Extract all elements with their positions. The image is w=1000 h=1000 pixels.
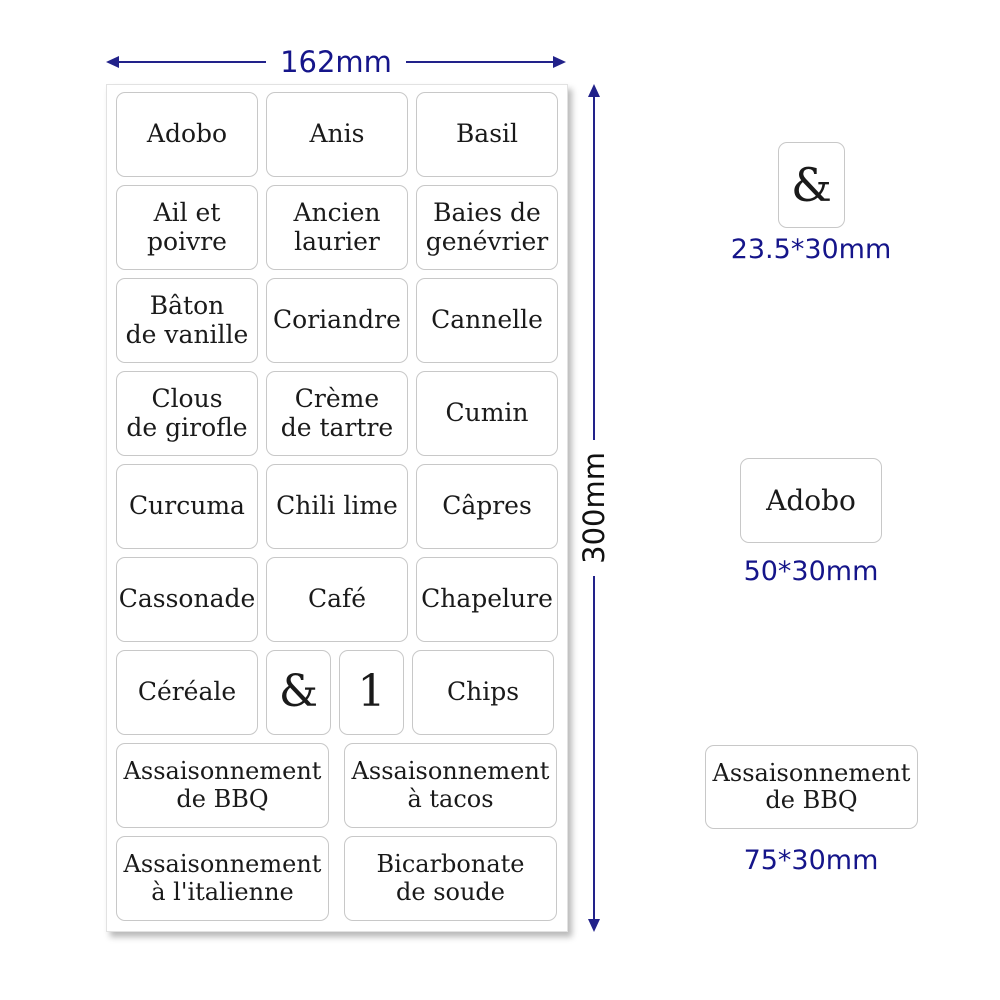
sample-label-large: Assaisonnement de BBQ xyxy=(705,745,918,829)
label-cell: Câpres xyxy=(416,464,558,549)
label-cell: Chapelure xyxy=(416,557,558,642)
arrow-right-icon xyxy=(553,56,567,68)
label-cell: 1 xyxy=(339,650,404,735)
label-cell: Café xyxy=(266,557,408,642)
sheet-row: Bâton de vanille Coriandre Cannelle xyxy=(116,278,567,363)
label-cell: Assaisonnement à tacos xyxy=(344,743,557,828)
label-cell: Basil xyxy=(416,92,558,177)
sample-label-small: & xyxy=(778,142,845,228)
label-cell: Coriandre xyxy=(266,278,408,363)
sheet-row: Céréale & 1 Chips xyxy=(116,650,567,735)
sample-size-large: 75*30mm xyxy=(743,845,879,876)
label-cell: Bicarbonate de soude xyxy=(344,836,557,921)
label-cell: Bâton de vanille xyxy=(116,278,258,363)
sheet-row: Ail et poivre Ancien laurier Baies de ge… xyxy=(116,185,567,270)
dimension-line xyxy=(593,97,595,441)
label-sheet: Adobo Anis Basil Ail et poivre Ancien la… xyxy=(106,84,568,932)
label-cell: & xyxy=(266,650,331,735)
label-cell: Adobo xyxy=(116,92,258,177)
sample-label-medium: Adobo xyxy=(740,458,882,543)
label-cell: Curcuma xyxy=(116,464,258,549)
label-cell: Anis xyxy=(266,92,408,177)
label-cell: Chips xyxy=(412,650,554,735)
sheet-width-value: 162mm xyxy=(280,45,392,79)
arrow-up-icon xyxy=(588,84,600,97)
sheet-row: Curcuma Chili lime Câpres xyxy=(116,464,567,549)
label-cell: Ail et poivre xyxy=(116,185,258,270)
arrow-down-icon xyxy=(588,919,600,933)
sheet-row: Assaisonnement à l'italienne Bicarbonate… xyxy=(116,836,567,921)
height-dimension: 300mm xyxy=(577,84,611,933)
label-cell: Assaisonnement à l'italienne xyxy=(116,836,329,921)
label-cell: Crème de tartre xyxy=(266,371,408,456)
sample-size-medium: 50*30mm xyxy=(743,556,879,587)
label-cell: Chili lime xyxy=(266,464,408,549)
label-cell: Baies de genévrier xyxy=(416,185,558,270)
dimension-line xyxy=(593,575,595,920)
label-cell: Cassonade xyxy=(116,557,258,642)
label-cell: Cumin xyxy=(416,371,558,456)
sheet-height-value: 300mm xyxy=(577,452,611,564)
label-cell: Ancien laurier xyxy=(266,185,408,270)
label-cell: Cannelle xyxy=(416,278,558,363)
sheet-row: Cassonade Café Chapelure xyxy=(116,557,567,642)
dimension-line xyxy=(405,61,554,63)
label-cell: Assaisonnement de BBQ xyxy=(116,743,329,828)
sheet-row: Assaisonnement de BBQ Assaisonnement à t… xyxy=(116,743,567,828)
sheet-row: Clous de girofle Crème de tartre Cumin xyxy=(116,371,567,456)
width-dimension: 162mm xyxy=(106,45,567,79)
sheet-row: Adobo Anis Basil xyxy=(116,92,567,177)
arrow-left-icon xyxy=(106,56,119,68)
label-cell: Céréale xyxy=(116,650,258,735)
sample-size-small: 23.5*30mm xyxy=(730,234,892,265)
label-cell: Clous de girofle xyxy=(116,371,258,456)
dimension-line xyxy=(119,61,267,63)
